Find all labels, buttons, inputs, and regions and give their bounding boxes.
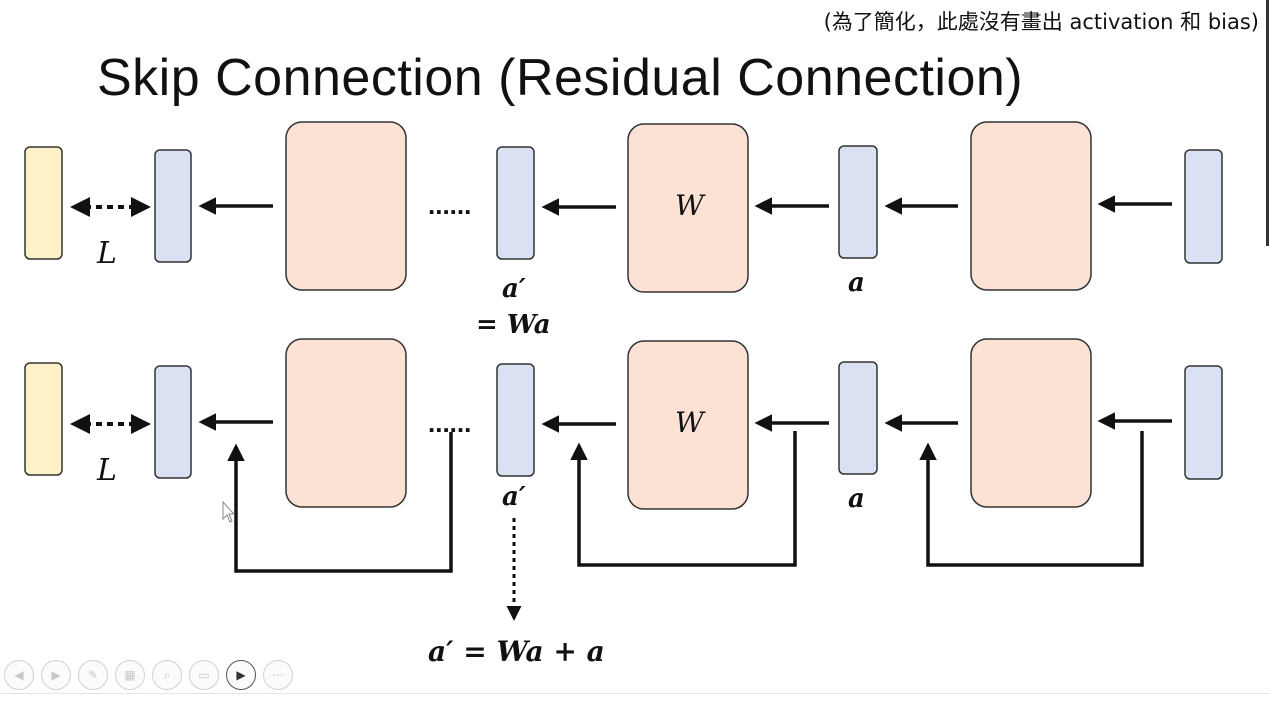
slideshow-controls: ◀ ▶ ✎ ▦ ⌕ ▭ ▶ ⋯ [4, 660, 293, 690]
weight-layer-box [627, 123, 749, 293]
loss-label: L [96, 236, 117, 271]
vector-box [496, 146, 535, 260]
skip-connection [227, 432, 453, 573]
skip-connection [570, 431, 797, 567]
next-icon[interactable]: ▶ [41, 660, 71, 690]
loss-label: L [96, 453, 117, 488]
bottom-row: L ...... W a′ a a′ = Wa + a [24, 338, 1223, 668]
mouse-cursor [222, 500, 236, 528]
presentation-bar [0, 693, 1269, 728]
weight-label: W [675, 189, 706, 222]
layer-box [285, 338, 407, 508]
more-icon[interactable]: ⋯ [263, 660, 293, 690]
a-prime-label: a′ [502, 482, 526, 512]
input-vector-box [1184, 365, 1223, 480]
layer-box [285, 121, 407, 291]
subtitle-icon[interactable]: ▭ [189, 660, 219, 690]
output-box [24, 146, 63, 260]
layer-box [970, 338, 1092, 508]
zoom-icon[interactable]: ⌕ [152, 660, 182, 690]
previous-icon[interactable]: ◀ [4, 660, 34, 690]
ellipsis: ...... [428, 190, 471, 220]
weight-layer-box [627, 340, 749, 510]
input-vector-box [1184, 149, 1223, 264]
pen-icon[interactable]: ✎ [78, 660, 108, 690]
vector-box [154, 149, 192, 263]
a-label: a [848, 484, 865, 514]
a-prime-equation: = Wa [476, 310, 551, 340]
weight-label: W [675, 406, 706, 439]
window-edge [1266, 0, 1269, 246]
a-label: a [848, 268, 865, 298]
skip-connection [919, 431, 1144, 567]
layer-box [970, 121, 1092, 291]
simplification-note: (為了簡化，此處沒有畫出 activation 和 bias) [823, 10, 1259, 34]
vector-box [838, 145, 878, 259]
vector-box [154, 365, 192, 479]
slide-title: Skip Connection (Residual Connection) [97, 49, 1024, 107]
vector-box [838, 361, 878, 475]
camera-icon[interactable]: ▶ [226, 660, 256, 690]
residual-formula: a′ = Wa + a [428, 635, 605, 668]
slides-icon[interactable]: ▦ [115, 660, 145, 690]
vector-box [496, 363, 535, 477]
a-prime-label: a′ [502, 274, 526, 304]
output-box [24, 362, 63, 476]
top-row: L ...... W a′ = Wa a [24, 121, 1223, 340]
